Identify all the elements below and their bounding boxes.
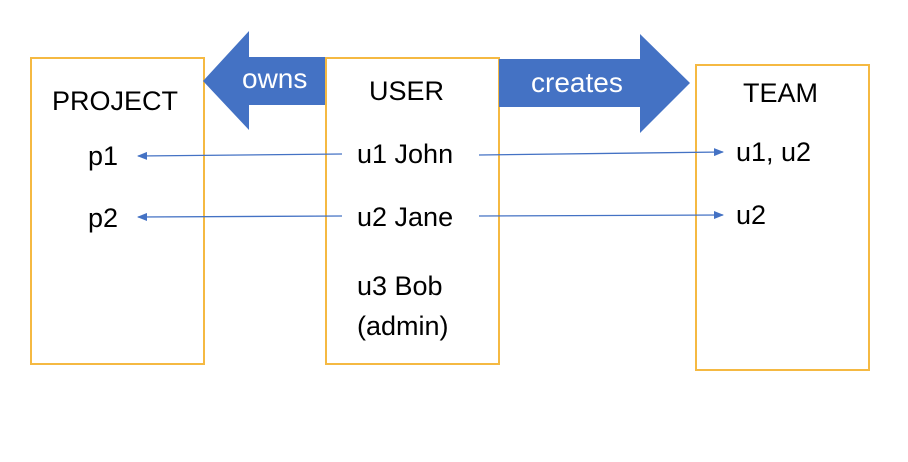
creates-block-arrow — [499, 34, 690, 133]
team-item-2: u2 — [736, 200, 767, 230]
line-u1-to-p1 — [137, 151, 343, 160]
line-u2-to-team2 — [478, 211, 724, 220]
user-item-john: u1 John — [357, 139, 454, 169]
user-title: USER — [369, 76, 445, 106]
project-item-p2: p2 — [88, 203, 119, 233]
owns-label: owns — [242, 63, 308, 94]
user-item-bob: u3 Bob — [357, 271, 443, 301]
team-item-1: u1, u2 — [736, 137, 812, 167]
project-title: PROJECT — [52, 86, 179, 116]
project-box — [30, 57, 205, 365]
user-role-admin: (admin) — [357, 311, 449, 341]
owns-block-arrow — [203, 31, 325, 130]
team-title: TEAM — [743, 78, 819, 108]
project-item-p1: p1 — [88, 141, 119, 171]
user-item-jane: u2 Jane — [357, 202, 454, 232]
team-box — [695, 64, 870, 371]
line-u1-to-team1 — [478, 148, 724, 157]
line-u2-to-p2 — [137, 212, 343, 221]
user-box — [325, 57, 500, 365]
creates-label: creates — [531, 67, 623, 98]
